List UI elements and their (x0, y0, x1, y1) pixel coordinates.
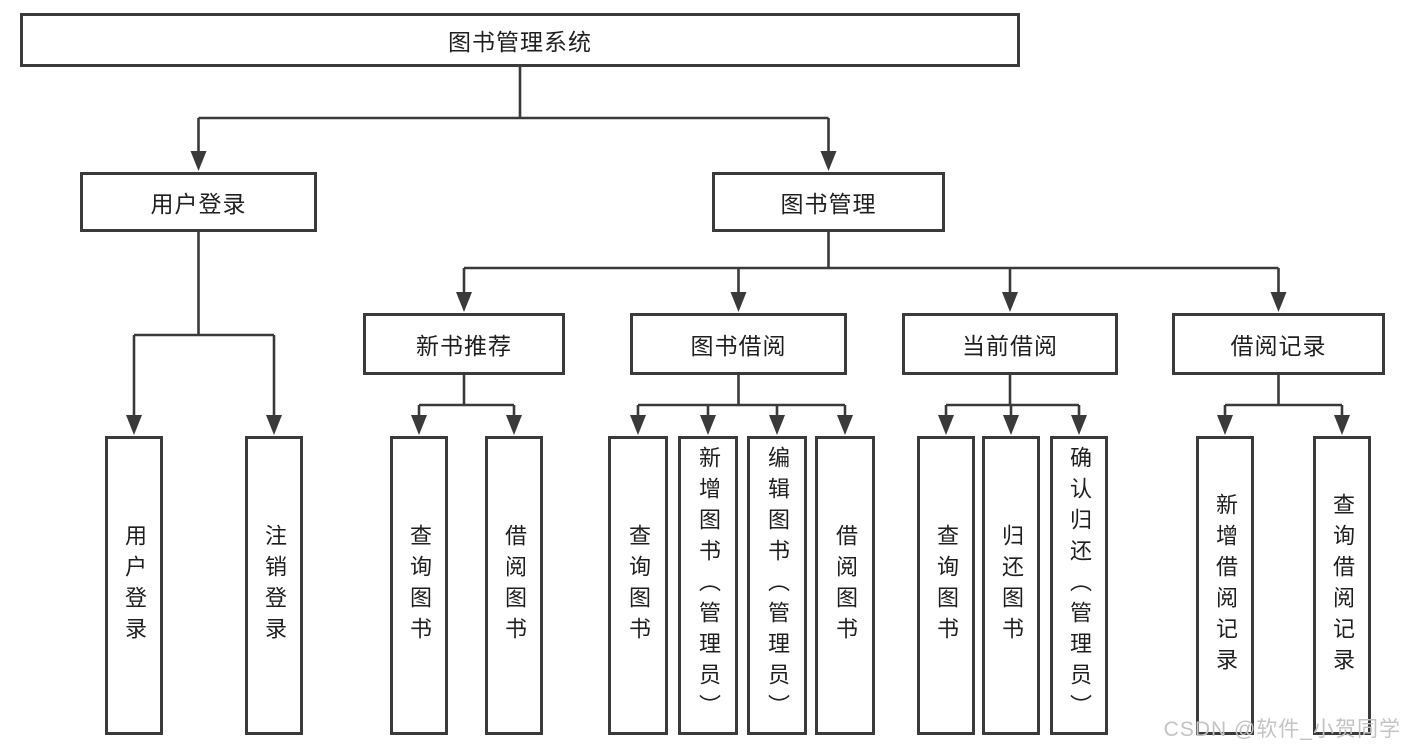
leaf-label: 注销登录 (262, 523, 287, 648)
leaf-confirm-return-admin: 确认归还（管理员） (1050, 436, 1108, 735)
leaf-add-books-admin: 新增图书（管理员） (678, 436, 738, 735)
leaf-add-borrow-record: 新增借阅记录 (1196, 436, 1254, 735)
leaf-label: 查询图书 (626, 523, 651, 648)
leaf-query-books-current: 查询图书 (917, 436, 975, 735)
leaf-borrow-books: 借阅图书 (815, 436, 875, 735)
node-book-borrow: 图书借阅 (630, 313, 847, 375)
node-current-borrow: 当前借阅 (902, 313, 1118, 375)
leaf-return-books: 归还图书 (982, 436, 1040, 735)
leaf-borrow-books-recommend: 借阅图书 (485, 436, 543, 735)
arrowheads (126, 151, 1350, 435)
leaf-label: 确认归还（管理员） (1067, 446, 1092, 725)
leaf-query-borrow-record: 查询借阅记录 (1313, 436, 1371, 735)
leaf-label: 用户登录 (122, 523, 147, 648)
leaf-label: 查询借阅记录 (1330, 492, 1355, 679)
leaf-label: 查询图书 (407, 523, 432, 648)
node-borrow-records: 借阅记录 (1172, 313, 1385, 375)
leaf-label: 查询图书 (934, 523, 959, 648)
watermark: CSDN @软件_小贺同学 (1163, 718, 1401, 741)
leaf-query-books-borrow: 查询图书 (608, 436, 668, 735)
leaf-label: 新增借阅记录 (1213, 492, 1238, 679)
leaf-label: 编辑图书（管理员） (765, 446, 790, 725)
leaf-label: 新增图书（管理员） (696, 446, 721, 725)
leaf-edit-books-admin: 编辑图书（管理员） (747, 436, 807, 735)
node-user-login: 用户登录 (80, 172, 317, 232)
node-book-management: 图书管理 (712, 172, 945, 232)
leaf-label: 借阅图书 (502, 523, 527, 648)
leaf-label: 归还图书 (999, 523, 1024, 648)
leaf-label: 借阅图书 (833, 523, 858, 648)
leaf-query-books-recommend: 查询图书 (390, 436, 448, 735)
node-library-management-system: 图书管理系统 (20, 13, 1020, 67)
node-new-book-recommend: 新书推荐 (363, 313, 565, 375)
leaf-logout-login: 注销登录 (245, 436, 303, 735)
leaf-user-login: 用户登录 (105, 436, 163, 735)
